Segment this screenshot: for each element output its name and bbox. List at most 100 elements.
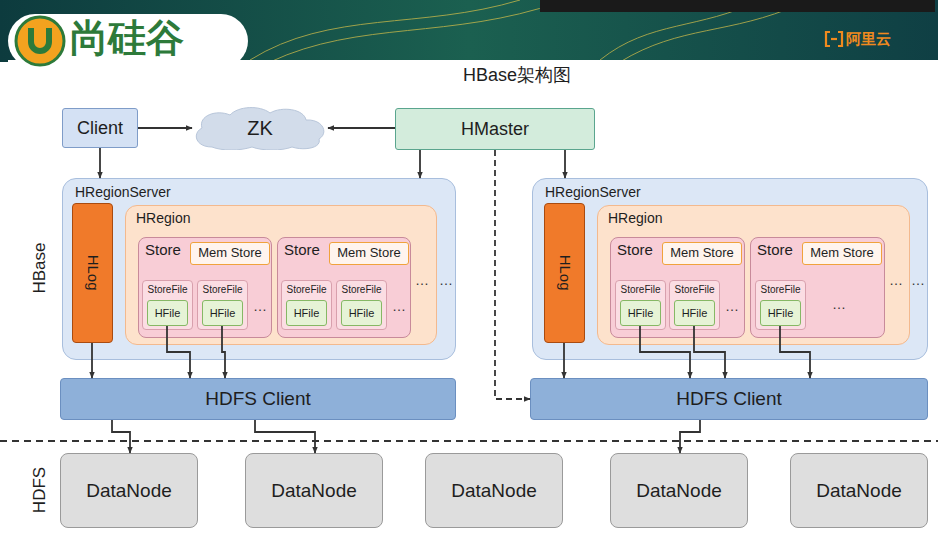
node-label: HRegionServer <box>75 184 171 200</box>
node-label: Client <box>77 118 123 139</box>
node-label: HFile <box>210 307 236 320</box>
connector <box>694 326 725 378</box>
hfile-box: HFile <box>620 300 661 326</box>
node-label: HRegion <box>136 210 190 226</box>
cloud-outline <box>196 108 324 150</box>
node-label: HFile <box>155 307 181 320</box>
connector <box>112 420 130 453</box>
connector <box>91 343 93 378</box>
node-label: HFile <box>682 307 708 320</box>
logo-u <box>31 28 49 51</box>
header-band <box>0 0 938 62</box>
datanode-box: DataNode <box>60 453 198 528</box>
diagram-title: HBase架构图 <box>463 65 571 86</box>
node-label: Mem Store <box>810 246 874 261</box>
layer-label: HBase <box>30 242 50 293</box>
node-label: Store <box>757 241 793 258</box>
node-label: Mem Store <box>198 246 262 261</box>
white-panel <box>8 60 938 541</box>
layer-divider <box>0 440 938 442</box>
ellipsis: … <box>415 272 429 288</box>
node-label: DataNode <box>636 480 722 502</box>
ellipsis: … <box>392 298 406 314</box>
hfile-box: HFile <box>760 300 801 326</box>
connector <box>680 420 700 453</box>
node-label: StoreFile <box>202 284 242 296</box>
region-panel: HRegionStoreMem StoreStoreFileHFileStore… <box>125 205 437 345</box>
storefile-box: StoreFileHFile <box>197 280 248 330</box>
connector <box>563 343 565 378</box>
node-label: DataNode <box>86 480 172 502</box>
node-label: StoreFile <box>620 284 660 296</box>
memstore-box: Mem Store <box>662 242 742 265</box>
node-label: DataNode <box>271 480 357 502</box>
node-label: HFile <box>294 307 320 320</box>
connector <box>222 326 225 378</box>
node-label: HRegionServer <box>545 184 641 200</box>
client-box: Client <box>62 108 138 148</box>
node-label: DataNode <box>451 480 537 502</box>
hlog-bar: HLog <box>72 203 113 343</box>
node-label: HMaster <box>461 119 529 140</box>
ellipsis: … <box>911 272 925 288</box>
region-panel: HRegionStoreMem StoreStoreFileHFileStore… <box>597 205 910 345</box>
logo-text: 尚硅谷 <box>70 17 184 61</box>
storefile-box: StoreFileHFile <box>615 280 666 330</box>
layer-label: HDFS <box>30 467 50 513</box>
connector <box>99 148 101 178</box>
hdfs-client-bar: HDFS Client <box>530 378 928 420</box>
node-label: StoreFile <box>674 284 714 296</box>
region-server-panel: HRegionServerHLogHRegionStoreMem StoreSt… <box>532 178 928 360</box>
datanode-box: DataNode <box>425 453 563 528</box>
hfile-box: HFile <box>286 300 327 326</box>
node-label: HDFS Client <box>205 388 311 410</box>
node-label: HLog <box>556 255 573 291</box>
connector <box>255 420 315 453</box>
connector <box>780 326 810 378</box>
connector <box>138 127 192 129</box>
store-box: Store Mem StoreStoreFileHFile <box>750 237 885 338</box>
node-label: StoreFile <box>760 284 800 296</box>
memstore-box: Mem Store <box>802 242 882 265</box>
storefile-box: StoreFileHFile <box>669 280 720 330</box>
store-box: Store Mem StoreStoreFileHFile StoreFileHFi… <box>277 237 411 338</box>
node-label: StoreFile <box>341 284 381 296</box>
watermark: 阿里云 <box>846 30 891 47</box>
node-label: HFile <box>628 307 654 320</box>
connector <box>640 326 690 378</box>
store-box: StoreMem StoreStoreFileHFileStoreFileHFi… <box>610 237 745 338</box>
node-label: StoreFile <box>286 284 326 296</box>
ellipsis: … <box>725 298 739 314</box>
hfile-box: HFile <box>341 300 382 326</box>
node-label: ZK <box>247 117 273 140</box>
ellipsis: … <box>439 272 453 288</box>
cloud-logo-icon <box>826 32 842 46</box>
hdfs-client-bar: HDFS Client <box>60 378 456 420</box>
connector <box>419 150 421 178</box>
connector <box>328 127 395 129</box>
node-label: Store <box>145 241 181 258</box>
node-label: Mem Store <box>670 246 734 261</box>
master-box: HMaster <box>395 108 595 150</box>
hfile-box: HFile <box>674 300 715 326</box>
ellipsis: … <box>253 298 267 314</box>
store-box: StoreMem StoreStoreFileHFileStoreFileHFi… <box>138 237 272 338</box>
node-label: HFile <box>349 307 375 320</box>
logo-circle <box>16 17 64 65</box>
node-label: Mem Store <box>337 246 401 261</box>
ellipsis: … <box>889 272 903 288</box>
connector <box>564 150 566 178</box>
node-label: HDFS Client <box>676 388 782 410</box>
node-label: Store <box>284 241 320 258</box>
storefile-box: StoreFileHFile <box>142 280 193 330</box>
connector <box>167 326 190 378</box>
region-server-panel: HRegionServerHLogHRegionStoreMem StoreSt… <box>62 178 456 360</box>
datanode-box: DataNode <box>245 453 383 528</box>
datanode-box: DataNode <box>790 453 928 528</box>
hfile-box: HFile <box>147 300 188 326</box>
node-label: HLog <box>84 255 101 291</box>
node-label: Store <box>617 241 653 258</box>
zookeeper-cloud: ZK <box>192 106 328 150</box>
header-strip <box>540 0 935 12</box>
